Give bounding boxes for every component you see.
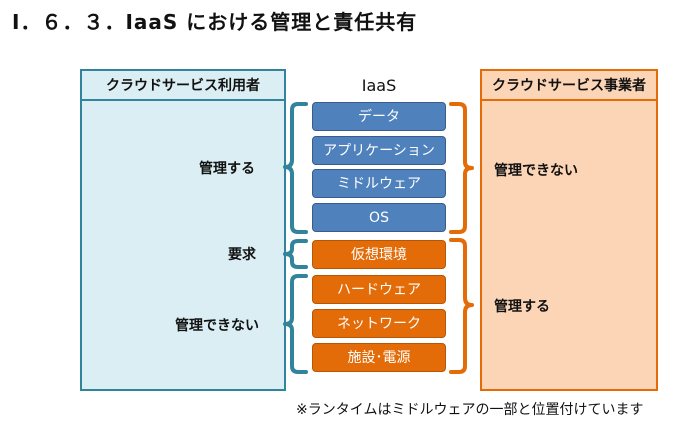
- layer-facility-power: 施設･電源: [312, 343, 446, 372]
- layer-os: OS: [312, 203, 446, 232]
- provider-label-unmanaged: 管理できない: [494, 163, 578, 179]
- layer-virtualization: 仮想環境: [312, 240, 446, 269]
- layer-data: データ: [312, 102, 446, 131]
- provider-panel-title: クラウドサービス事業者: [482, 71, 656, 101]
- user-panel-title: クラウドサービス利用者: [82, 71, 284, 101]
- footnote: ※ランタイムはミドルウェアの一部と位置付けています: [296, 402, 644, 418]
- page-title: Ⅰ．６．３．IaaS における管理と責任共有: [12, 10, 418, 34]
- provider-bracket-manage: [449, 238, 474, 374]
- user-bracket-manage: [283, 102, 308, 234]
- user-bracket-request: [283, 239, 308, 269]
- provider-label-manage: 管理する: [494, 299, 550, 315]
- user-label-manage: 管理する: [199, 161, 255, 177]
- layer-middleware: ミドルウェア: [312, 169, 446, 198]
- layer-application: アプリケーション: [312, 136, 446, 165]
- user-label-request: 要求: [228, 247, 256, 263]
- layer-network: ネットワーク: [312, 309, 446, 338]
- provider-panel: クラウドサービス事業者: [480, 69, 658, 391]
- user-panel: クラウドサービス利用者: [80, 69, 286, 391]
- user-label-unmanaged: 管理できない: [175, 318, 259, 334]
- layer-hardware: ハードウェア: [312, 275, 446, 304]
- iaas-label: IaaS: [361, 76, 397, 95]
- provider-bracket-unmanaged: [449, 102, 474, 234]
- user-bracket-unmanaged: [283, 274, 308, 374]
